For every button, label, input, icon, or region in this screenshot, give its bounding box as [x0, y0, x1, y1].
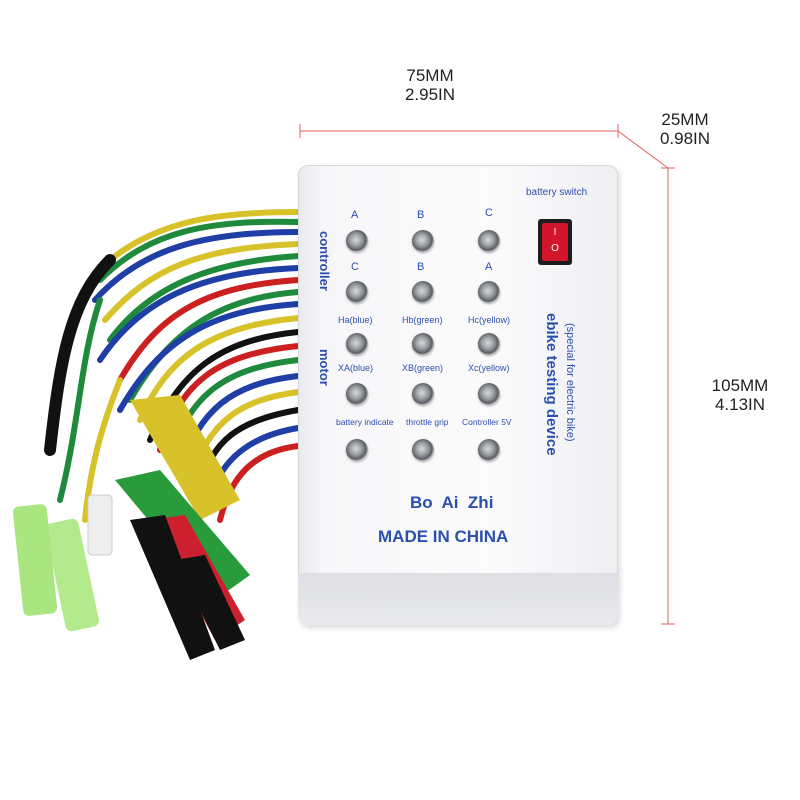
width-mm: 75MM	[406, 66, 454, 85]
depth-mm: 25MM	[661, 110, 709, 129]
row2-label-3: A	[485, 261, 493, 273]
side-title: ebike testing device	[543, 313, 560, 456]
battery-switch-label: battery switch	[526, 187, 588, 198]
led-r4c1	[346, 383, 368, 405]
row1-label-2: B	[417, 209, 425, 221]
led-r4c3	[478, 383, 500, 405]
ebike-tester-device: battery switch I O controller motor ebik…	[298, 165, 618, 625]
row4-label-3: Xc(yellow)	[468, 363, 510, 373]
side-label-motor: motor	[317, 349, 332, 386]
depth-dimension-label: 25MM 0.98IN	[640, 110, 730, 148]
switch-off-mark: O	[551, 243, 559, 254]
led-r4c2	[412, 383, 434, 405]
width-in: 2.95IN	[404, 85, 456, 104]
row5-label-2: throttle grip	[406, 417, 449, 427]
depth-line	[617, 130, 669, 169]
row4-label-2: XB(green)	[402, 363, 444, 373]
height-mm: 105MM	[711, 376, 769, 395]
height-in: 4.13IN	[714, 395, 766, 414]
row1-label-1: A	[351, 209, 359, 221]
led-r5c2	[412, 439, 434, 461]
row5-label-3: Controller 5V	[462, 417, 512, 427]
switch-rocker[interactable]: I O	[542, 223, 568, 261]
side-subtitle: (special for electric bike)	[564, 323, 576, 442]
led-r3c2	[412, 333, 434, 355]
led-r2c3	[478, 281, 500, 303]
battery-switch[interactable]: I O	[538, 219, 572, 265]
row3-label-3: Hc(yellow)	[468, 315, 511, 325]
brand-name: Bo Ai Zhi	[410, 493, 494, 512]
width-dimension-label: 75MM 2.95IN	[380, 66, 480, 104]
switch-on-mark: I	[553, 227, 557, 238]
row5-label-1: battery indicate	[336, 417, 394, 427]
led-r5c1	[346, 439, 368, 461]
led-r2c1	[346, 281, 368, 303]
device-base	[298, 573, 618, 625]
row1-label-3: C	[485, 207, 493, 219]
led-r3c1	[346, 333, 368, 355]
led-r3c3	[478, 333, 500, 355]
led-r5c3	[478, 439, 500, 461]
row2-label-2: B	[417, 261, 425, 273]
side-label-controller: controller	[317, 231, 332, 291]
row2-label-1: C	[351, 261, 359, 273]
row4-label-1: XA(blue)	[338, 363, 374, 373]
row3-label-1: Ha(blue)	[338, 315, 373, 325]
made-in-label: MADE IN CHINA	[378, 527, 509, 546]
led-r1c2	[412, 230, 434, 252]
height-dimension-label: 105MM 4.13IN	[690, 376, 790, 414]
depth-in: 0.98IN	[659, 129, 711, 148]
led-r1c3	[478, 230, 500, 252]
led-r1c1	[346, 230, 368, 252]
row3-label-2: Hb(green)	[402, 315, 443, 325]
led-r2c2	[412, 281, 434, 303]
